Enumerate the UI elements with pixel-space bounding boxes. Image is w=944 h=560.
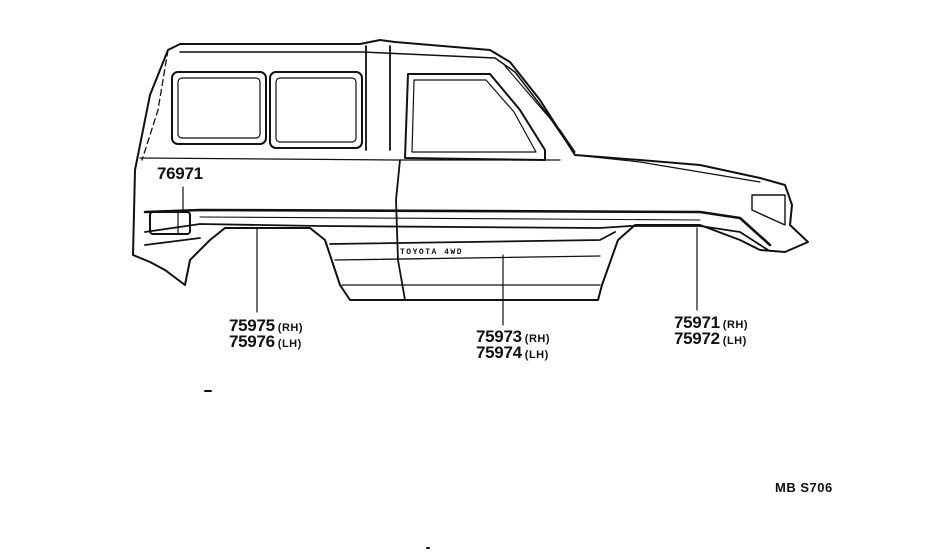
callout-75972-lh: 75972(LH)	[674, 330, 747, 350]
door-line	[395, 159, 406, 301]
side-marker: (LH)	[277, 338, 302, 350]
side-marker: (RH)	[722, 319, 748, 331]
callout-76971: 76971	[157, 165, 203, 182]
part-number: 75974	[476, 343, 522, 362]
callout-75976-lh: 75976(LH)	[229, 333, 302, 353]
callout-75973-rh: 75973(RH)	[476, 328, 550, 348]
part-number: 76971	[157, 164, 203, 183]
part-number: 75971	[674, 313, 720, 332]
callout-75971-rh: 75971(RH)	[674, 314, 748, 334]
part-number: 75975	[229, 316, 275, 335]
part-number: 75976	[229, 332, 275, 351]
callout-75975-rh: 75975(RH)	[229, 317, 303, 337]
door-decal-text: TOYOTA 4WD	[400, 248, 463, 257]
stripe-upper	[143, 208, 772, 247]
b-pillar	[365, 45, 391, 151]
hood-line	[574, 154, 761, 183]
part-number: 75972	[674, 329, 720, 348]
door-window	[404, 73, 546, 161]
rear-window	[171, 71, 267, 145]
callout-75974-lh: 75974(LH)	[476, 344, 549, 364]
side-marker: (LH)	[524, 349, 549, 361]
headlamp	[751, 194, 786, 226]
reference-code: MB S706	[775, 480, 833, 495]
stripe-lower	[144, 223, 769, 251]
quarter-window	[269, 71, 363, 149]
side-marker: (RH)	[524, 333, 550, 345]
side-marker: (LH)	[722, 335, 747, 347]
roof-drip	[141, 49, 169, 161]
part-number: 75973	[476, 327, 522, 346]
body-outline	[132, 39, 809, 301]
belt-line	[139, 157, 561, 161]
side-marker: (RH)	[277, 322, 303, 334]
